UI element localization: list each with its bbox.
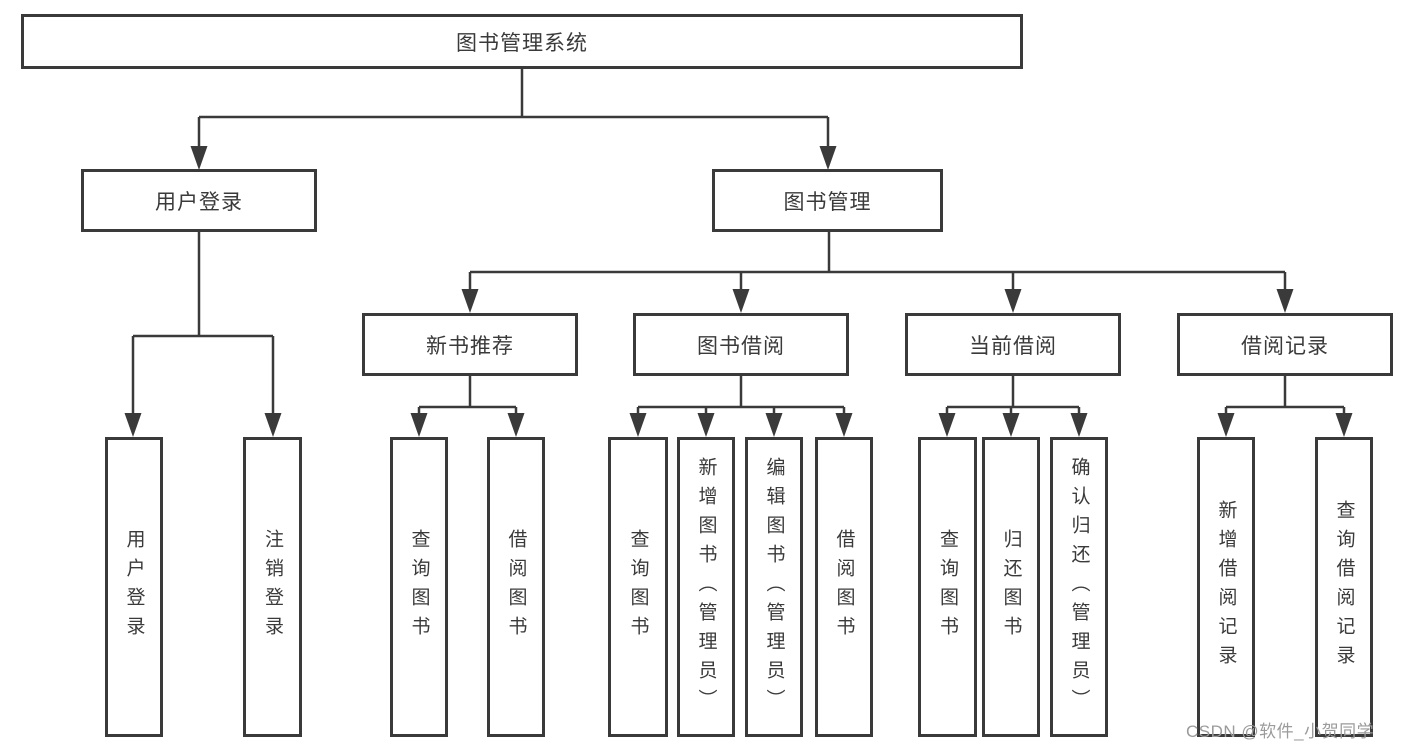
node-label: 确认归还（管理员）	[1068, 456, 1090, 718]
leaf-borrow-books: 借阅图书	[815, 437, 873, 737]
node-label: 图书管理	[783, 190, 872, 214]
leaf-add-books-admin: 新增图书（管理员）	[677, 437, 735, 737]
leaf-query-borrow-record: 查询借阅记录	[1315, 437, 1373, 737]
node-label: 新增图书（管理员）	[695, 456, 717, 718]
leaf-add-borrow-record: 新增借阅记录	[1197, 437, 1255, 737]
node-label: 查询图书	[937, 529, 958, 645]
node-label: 图书借阅	[697, 334, 785, 358]
leaf-user-login: 用户登录	[105, 437, 163, 737]
node-current-borrowing: 当前借阅	[905, 313, 1121, 376]
node-book-borrowing: 图书借阅	[633, 313, 849, 376]
leaf-borrow-books-recommend: 借阅图书	[487, 437, 545, 737]
node-new-book-recommendation: 新书推荐	[362, 313, 578, 376]
leaf-edit-books-admin: 编辑图书（管理员）	[745, 437, 803, 737]
node-label: 借阅图书	[505, 529, 527, 645]
node-label: 借阅记录	[1241, 334, 1329, 358]
node-label: 编辑图书（管理员）	[763, 456, 785, 718]
node-book-management-module: 图书管理	[712, 169, 943, 232]
node-label: 用户登录	[155, 190, 243, 214]
node-label: 借阅图书	[833, 529, 855, 645]
leaf-query-books-borrow: 查询图书	[608, 437, 668, 737]
leaf-query-books-recommend: 查询图书	[390, 437, 448, 737]
node-user-login-module: 用户登录	[81, 169, 317, 232]
node-label: 新增借阅记录	[1215, 500, 1237, 674]
node-label: 当前借阅	[969, 334, 1057, 358]
node-label: 查询借阅记录	[1333, 500, 1355, 674]
node-borrowing-records: 借阅记录	[1177, 313, 1393, 376]
node-library-management-system: 图书管理系统	[21, 14, 1023, 69]
node-label: 新书推荐	[426, 334, 514, 358]
leaf-logout: 注销登录	[243, 437, 302, 737]
node-label: 注销登录	[262, 529, 283, 645]
leaf-confirm-return-admin: 确认归还（管理员）	[1050, 437, 1108, 737]
node-label: 查询图书	[408, 529, 430, 645]
leaf-query-books-current: 查询图书	[918, 437, 977, 737]
node-label: 归还图书	[1000, 529, 1022, 645]
node-label: 用户登录	[123, 529, 145, 645]
watermark: CSDN @软件_小贺同学	[1186, 722, 1375, 741]
node-label: 查询图书	[627, 529, 649, 645]
node-label: 图书管理系统	[456, 31, 588, 55]
leaf-return-books: 归还图书	[982, 437, 1040, 737]
